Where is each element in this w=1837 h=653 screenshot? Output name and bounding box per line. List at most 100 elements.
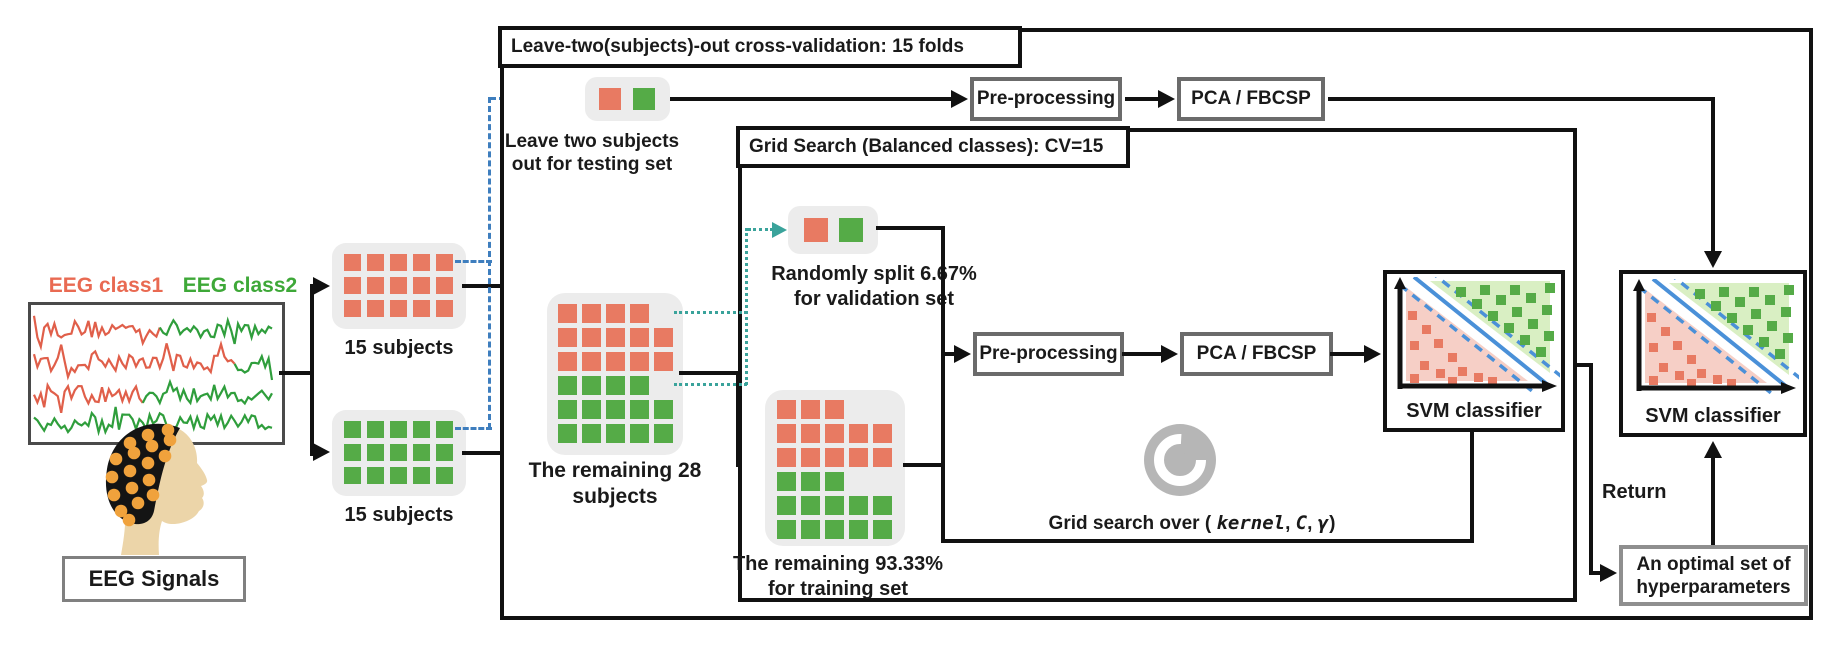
subject-square-green [606,424,625,443]
validation-note: Randomly split 6.67% for validation set [743,262,1005,312]
arrowhead-teal [772,222,787,238]
connector-line [941,539,1474,543]
subject-square-red [344,254,361,271]
svm-plot [1390,269,1564,404]
eeg-class1-label: EEG class1 [48,274,164,297]
subject-square-green [582,376,601,395]
training-note: The remaining 93.33% for training set [718,552,958,602]
connector-line [668,97,953,101]
grid-search-title: Grid Search (Balanced classes): CV=15 [736,126,1130,168]
subject-square-green [839,218,863,242]
subject-square-green [606,400,625,419]
remaining-28-note: The remaining 28 subjects [515,458,715,510]
subject-square-red [801,424,820,443]
subject-square-red [582,304,601,323]
subject-square-red [777,424,796,443]
subject-square-green [777,520,796,539]
subject-square-red [777,400,796,419]
preprocessing-box-test: Pre-processing [970,77,1122,121]
eeg-waveform [32,381,144,414]
eeg-signals-label: EEG Signals [88,566,220,591]
subject-square-red [436,277,453,294]
connector-line [1330,352,1366,356]
connector-line [1589,571,1602,575]
test-note: Leave two subjects out for testing set [498,130,686,176]
cross-validation-title-text: Leave-two(subjects)-out cross-validation… [511,36,964,57]
test-split-dashed-line [455,260,492,263]
eeg-class2-label: EEG class2 [182,274,298,297]
subject-square-red [599,88,621,110]
subject-square-red [436,254,453,271]
arrowhead [1161,345,1178,363]
electrode-dots [105,423,177,527]
subject-square-green [801,520,820,539]
loop-label-suffix: ) [1329,513,1336,534]
connector-line [1711,97,1715,253]
subject-square-red [582,328,601,347]
subject-square-red [873,448,892,467]
validation-split-dotted-line [748,228,773,231]
subject-square-green [606,376,625,395]
training-note-line1: The remaining 93.33% [732,553,944,575]
eeg-waveform [32,315,161,352]
subject-square-red [849,424,868,443]
connector-line [1575,363,1593,367]
subject-square-green [654,424,673,443]
subject-square-green [582,424,601,443]
subject-square-green [344,467,361,484]
arrowhead [1600,564,1617,582]
test-split-dashed-line [455,427,492,430]
eeg-waveform-panel [28,302,285,445]
connector-line [279,371,312,375]
preprocessing-label: Pre-processing [976,88,1116,109]
subject-square-red [390,254,407,271]
test-pair [585,77,670,121]
subject-square-green [413,467,430,484]
connector-line [941,226,945,543]
connector-line [1125,97,1160,101]
arrowhead [951,90,968,108]
subject-square-red [606,304,625,323]
arrowhead [1704,251,1722,268]
subject-square-green [367,467,384,484]
connector-line [1711,458,1715,545]
subject-square-green [436,421,453,438]
eeg-cap-head-illustration [105,423,208,555]
eeg-cap [105,423,180,525]
connector-line [462,284,508,288]
training-note-line2: for training set [767,578,908,600]
subject-square-green [344,421,361,438]
subject-square-red [654,328,673,347]
validation-note-line2: for validation set [793,288,955,310]
arrowhead [313,277,330,295]
subject-square-red [873,424,892,443]
subject-square-green [558,376,577,395]
subject-square-red [630,352,649,371]
subject-square-red [344,277,361,294]
test-note-line1: Leave two subjects [504,131,680,152]
refresh-icon [1144,424,1216,496]
subject-square-red [582,352,601,371]
connector-line [941,352,956,356]
subject-square-red [654,352,673,371]
remaining-28-line1: The remaining 28 [528,459,702,482]
subject-square-green [633,88,655,110]
subject-square-red [558,304,577,323]
svm-classifier-box-inner: SVM classifier [1383,269,1565,432]
subject-square-red [630,304,649,323]
eeg-waveform [32,340,236,381]
pca-fbcsp-box-test: PCA / FBCSP [1177,77,1325,121]
validation-split-dotted-line [674,383,747,386]
subject-square-red [558,352,577,371]
red-subjects-grid [332,243,466,329]
green-subjects-label: 15 subjects [344,504,454,526]
pca-fbcsp-label: PCA / FBCSP [1191,88,1311,109]
validation-pair [788,206,878,254]
eeg-waveforms [32,315,274,437]
svm-plot-svg [1633,271,1803,395]
arrowhead [954,345,971,363]
subject-square-red [825,400,844,419]
subject-square-green [654,400,673,419]
subject-square-red [367,300,384,317]
subject-square-green [825,496,844,515]
